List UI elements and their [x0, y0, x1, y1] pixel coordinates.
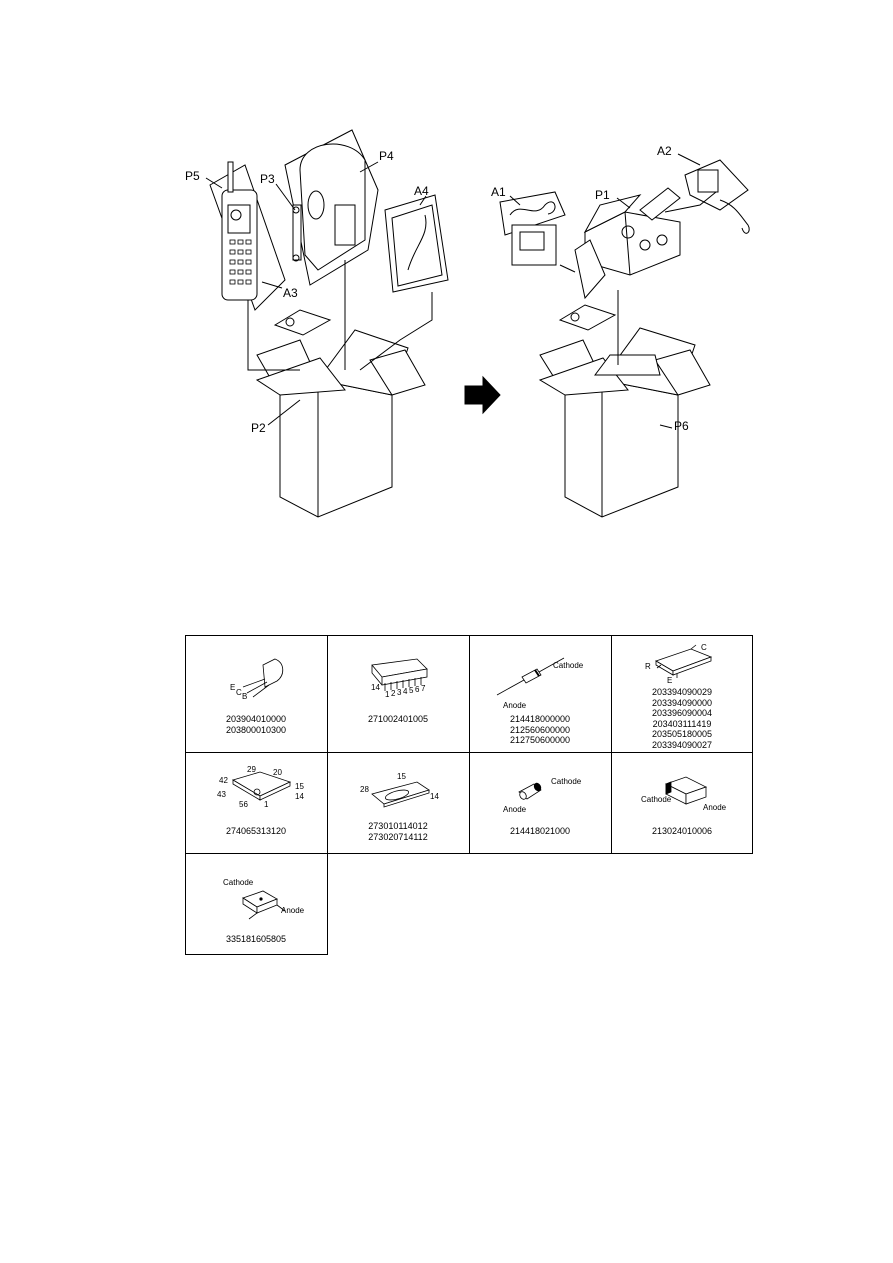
ic-pin-label: 14 [371, 683, 380, 692]
qfp-pin-label: 42 [219, 776, 228, 785]
qfp-pin-label: 15 [295, 782, 304, 791]
part-codes: 335181605805 [185, 934, 327, 945]
packing-diagram: P5 P3 P4 A4 A3 P2 A1 A2 P1 P6 [185, 129, 750, 518]
base-unit-in-bag [284, 129, 379, 286]
part-cell-transistor: E C B 203904010000 203800010300 [185, 635, 327, 752]
part-codes: 271002401005 [327, 714, 469, 725]
label-p1: P1 [595, 188, 610, 202]
part-cell-diode-axial: Cathode Anode 214418000000 212560600000 … [469, 635, 611, 752]
part-code: 203505180005 [651, 729, 713, 739]
handset-in-bag [209, 161, 286, 311]
ic-pin-label: 2 [391, 689, 396, 698]
led-smd-icon: Cathode Anode [223, 878, 305, 920]
label-p3: P3 [260, 172, 275, 186]
part-cell-qfp56: 29 20 42 15 14 43 56 1 274065313120 [185, 752, 327, 869]
left-shipping-box [255, 309, 426, 518]
part-cell-diode-smd: Cathode Anode 213024010006 [611, 752, 753, 869]
part-cell-sot23: C R E 203394090029 203394090000 20339609… [611, 635, 753, 752]
qfp-icon: 29 20 42 15 14 43 56 1 [217, 765, 304, 809]
part-code: 203394090000 [651, 697, 713, 708]
transistor-c-label: C [236, 688, 242, 697]
part-cell-ic-dip14: 14 1 2 3 4 5 6 7 271002401005 [327, 635, 469, 752]
ic-pin-label: 6 [415, 685, 420, 694]
arrow-right-icon [464, 375, 501, 415]
parts-table: E C B 203904010000 203800010300 14 1 2 3 [185, 635, 753, 955]
part-code: 203394090029 [651, 687, 713, 697]
label-a2: A2 [657, 144, 672, 158]
transistor-icon: E C B [230, 658, 284, 701]
sop-pin-label: 14 [430, 792, 439, 801]
ic-pin-label: 5 [409, 686, 414, 695]
sop-pin-label: 28 [360, 785, 369, 794]
label-a3: A3 [283, 286, 298, 300]
label-p6: P6 [674, 419, 689, 433]
diode-melf-icon: Cathode Anode [503, 777, 582, 814]
part-code: 203403111419 [652, 718, 712, 729]
transistor-b-label: B [242, 692, 247, 701]
sop-icon: 15 28 14 [360, 772, 439, 808]
sot23-icon: C R E [645, 643, 713, 685]
part-cell-led-smd: Cathode Anode 335181605805 [185, 853, 327, 970]
anode-label: Anode [281, 906, 305, 915]
cathode-label: Cathode [551, 777, 582, 786]
cathode-label: Cathode [553, 661, 584, 670]
part-code: 335181605805 [225, 934, 287, 944]
qfp-pin-label: 1 [264, 800, 269, 809]
ic-pin-label: 3 [397, 688, 402, 697]
accessory-box [574, 187, 681, 300]
sop-pin-label: 15 [397, 772, 406, 781]
manual-in-bag [384, 194, 449, 293]
anode-label: Anode [503, 805, 527, 814]
label-p4: P4 [379, 149, 394, 163]
label-a4: A4 [414, 184, 429, 198]
part-cell-diode-melf: Cathode Anode 214418021000 [469, 752, 611, 869]
part-codes: 214418021000 [469, 826, 611, 837]
part-code: 203394090027 [651, 739, 713, 750]
part-code: 273020714112 [368, 831, 428, 842]
part-codes: 203904010000 203800010300 [185, 714, 327, 735]
part-code: 203396090004 [651, 708, 713, 718]
part-code: 271002401005 [367, 714, 429, 724]
label-p5: P5 [185, 169, 200, 183]
label-a1: A1 [491, 185, 506, 199]
diode-smd-icon: Cathode Anode [641, 776, 727, 812]
sot23-e-label: E [667, 676, 672, 685]
part-code: 214418000000 [509, 714, 571, 724]
part-codes: 203394090029 203394090000 203396090004 2… [611, 687, 753, 750]
qfp-pin-label: 14 [295, 792, 304, 801]
sot23-c-label: C [701, 643, 707, 652]
part-code: 212560600000 [509, 724, 571, 735]
sot23-r-label: R [645, 662, 651, 671]
part-code: 274065313120 [225, 826, 287, 836]
part-code: 213024010006 [651, 826, 713, 836]
cathode-label: Cathode [641, 795, 672, 804]
cord-in-bag [499, 191, 566, 266]
part-code: 203800010300 [225, 724, 287, 735]
diode-axial-icon: Cathode Anode [496, 657, 584, 710]
part-code: 214418021000 [509, 826, 571, 836]
transistor-e-label: E [230, 683, 235, 692]
part-code: 203904010000 [225, 714, 287, 724]
part-codes: 273010114012 273020714112 [327, 821, 469, 842]
part-codes: 213024010006 [611, 826, 753, 837]
ic-pin-label: 4 [403, 687, 408, 696]
part-codes: 274065313120 [185, 826, 327, 837]
right-shipping-box [538, 304, 711, 518]
qfp-pin-label: 29 [247, 765, 256, 774]
adapter-in-bag [684, 159, 750, 234]
anode-label: Anode [503, 701, 527, 710]
ic-chip-icon: 14 1 2 3 4 5 6 7 [371, 658, 428, 699]
part-codes: 214418000000 212560600000 212750600000 [469, 714, 611, 746]
part-code: 273010114012 [368, 821, 428, 831]
part-code: 212750600000 [509, 735, 571, 745]
label-p2: P2 [251, 421, 266, 435]
qfp-pin-label: 43 [217, 790, 226, 799]
ic-pin-label: 7 [421, 684, 426, 693]
qfp-pin-label: 20 [273, 768, 282, 777]
part-cell-sop28: 15 28 14 273010114012 273020714112 [327, 752, 469, 869]
ic-pin-label: 1 [385, 690, 390, 699]
anode-label: Anode [703, 803, 727, 812]
cathode-label: Cathode [223, 878, 254, 887]
qfp-pin-label: 56 [239, 800, 248, 809]
